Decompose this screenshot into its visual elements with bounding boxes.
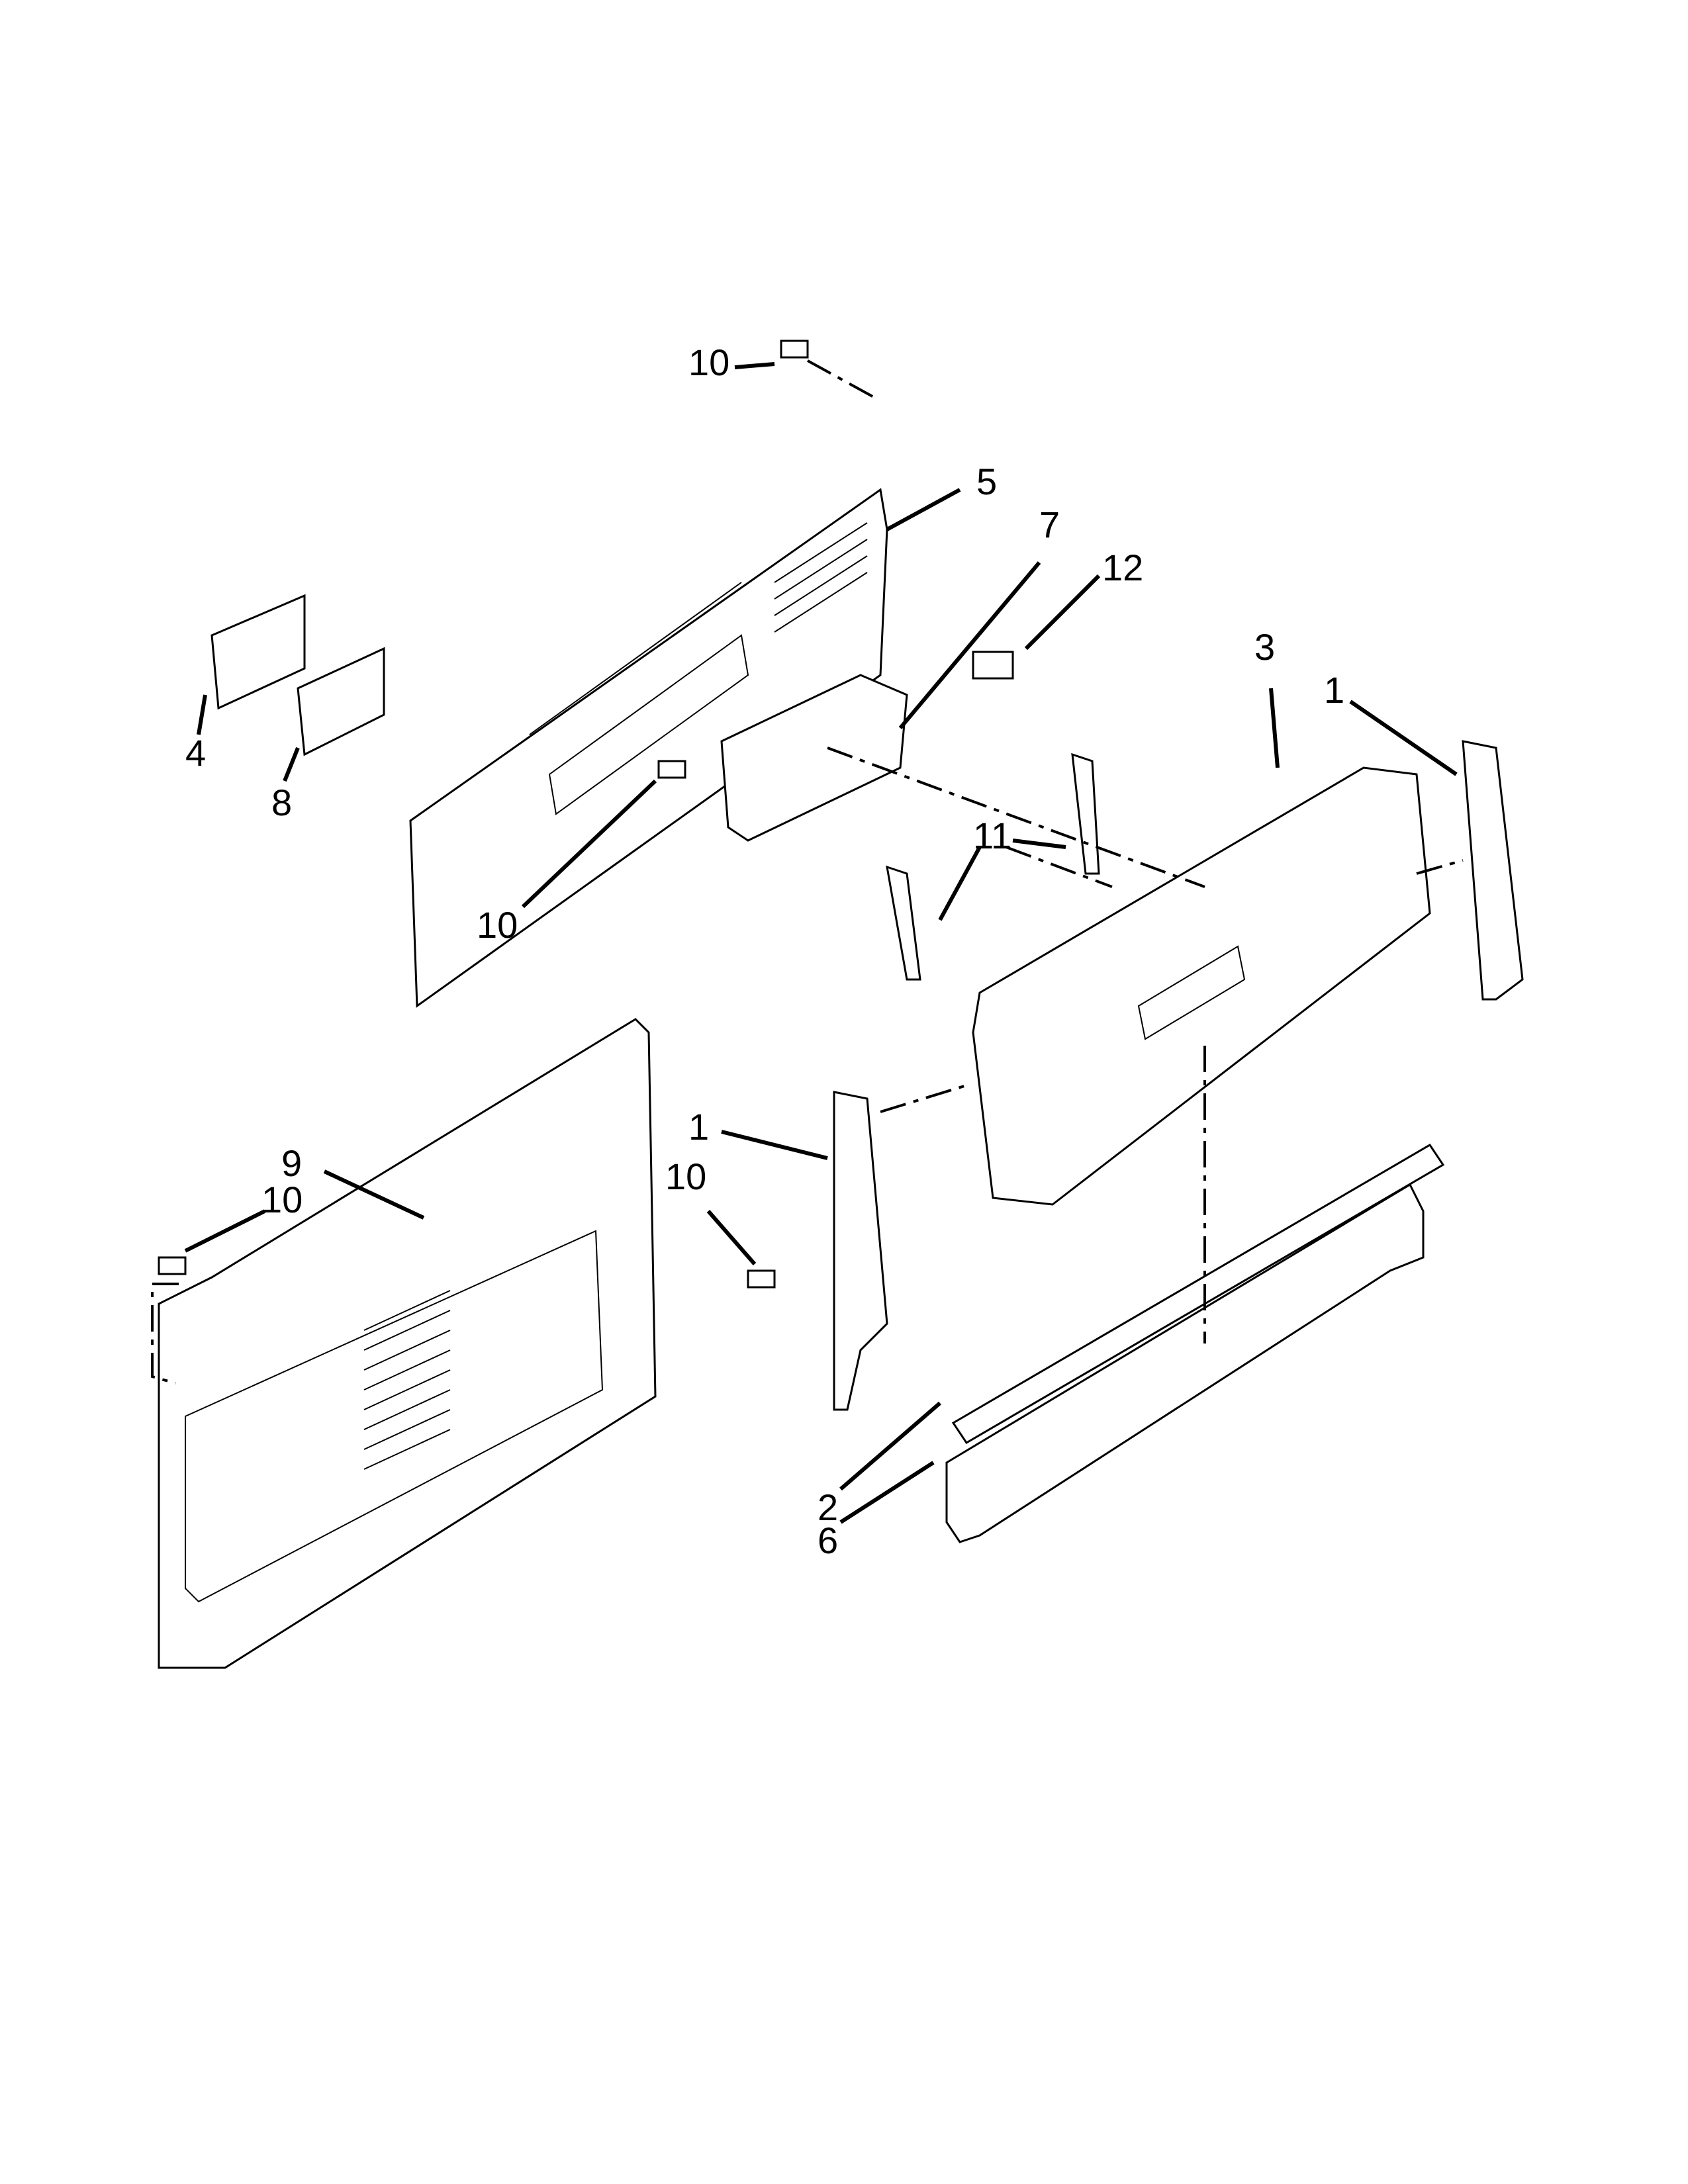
part-1-end-cap-right — [1462, 740, 1524, 1001]
callout-12: 12 — [1102, 547, 1144, 588]
callout-1: 1 — [1324, 669, 1345, 711]
part-12-connector — [972, 651, 1014, 680]
callout-10: 10 — [261, 1179, 303, 1220]
part-7-housing — [720, 674, 908, 842]
callout-6: 6 — [818, 1520, 839, 1561]
part-3-console — [972, 766, 1431, 1206]
callout-4: 4 — [185, 732, 207, 774]
part-2-trim — [951, 1143, 1445, 1445]
part-4-control-board — [211, 594, 306, 710]
callout-7: 7 — [1039, 504, 1060, 545]
screw-icons — [158, 340, 809, 1289]
callout-8: 8 — [271, 782, 293, 823]
leader-lines — [184, 362, 1458, 1524]
part-11-clips — [886, 752, 1100, 981]
callout-1: 1 — [688, 1106, 710, 1148]
callout-9: 9 — [281, 1142, 303, 1184]
callout-10: 10 — [688, 341, 730, 383]
callout-10: 10 — [665, 1156, 707, 1197]
part-6-frame — [945, 1183, 1425, 1543]
callout-3: 3 — [1254, 626, 1276, 668]
callout-5: 5 — [976, 461, 998, 502]
callout-2: 2 — [818, 1486, 839, 1528]
part-5-panel-back — [409, 488, 888, 1008]
part-9-rear-panel — [158, 1018, 657, 1669]
part-8-bracket — [297, 647, 385, 756]
callout-10: 10 — [477, 904, 518, 946]
callout-11: 11 — [973, 815, 1012, 856]
part-1-end-cap-left — [833, 1091, 888, 1411]
assembly-lines — [151, 359, 1464, 1385]
